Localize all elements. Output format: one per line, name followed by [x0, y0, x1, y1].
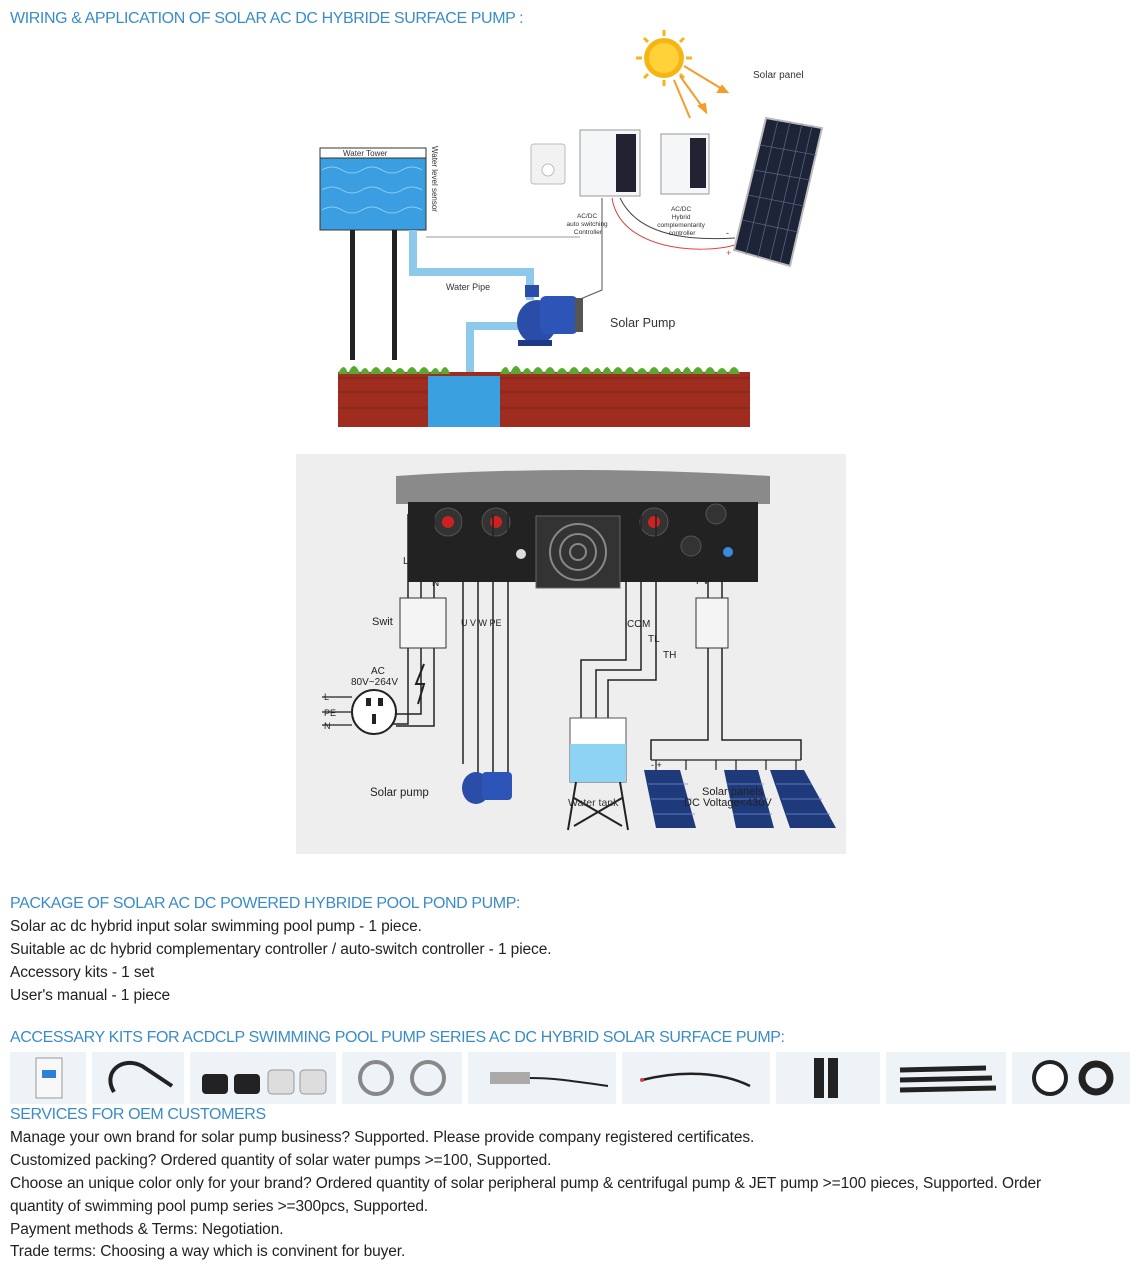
- oem-line: quantity of swimming pool pump series >=…: [10, 1198, 429, 1215]
- solar-pump-label: Solar Pump: [610, 316, 675, 330]
- svg-text:Solar pump: Solar pump: [370, 787, 429, 799]
- accessory-tape-image: [1012, 1052, 1130, 1104]
- accessory-mc4-image: [776, 1052, 880, 1104]
- accessory-cable-image: [622, 1052, 770, 1104]
- svg-text:COM: COM: [627, 619, 650, 630]
- section-heading-oem: SERVICES FOR OEM CUSTOMERS: [10, 1106, 266, 1123]
- water-well: [428, 376, 500, 427]
- application-diagram: Solar panel Water Tower Water level sens…: [319, 30, 824, 427]
- accessory-fittings-image: [190, 1052, 336, 1104]
- water-tower-label: Water Tower: [343, 149, 388, 158]
- water-tower: [319, 147, 427, 231]
- wiring-diagram: L PE N PV+ PV- Swit U V W PE COM TL TH A…: [296, 454, 846, 854]
- solar-panel-label: Solar panel: [753, 70, 804, 81]
- svg-text:- +: - +: [651, 760, 662, 770]
- accessory-clamps-image: [342, 1052, 462, 1104]
- solar-panels-image: [644, 770, 836, 828]
- oem-line: Payment methods & Terms: Negotiation.: [10, 1221, 284, 1238]
- accessory-hoses-image: [886, 1052, 1006, 1104]
- svg-text:80V~264V: 80V~264V: [351, 677, 398, 688]
- svg-text:PE: PE: [417, 567, 431, 578]
- svg-text:TL: TL: [648, 634, 660, 645]
- svg-text:AC: AC: [371, 666, 385, 677]
- section-heading-accessory: ACCESSARY KITS FOR ACDCLP SWIMMING POOL …: [10, 1029, 785, 1046]
- fan-icon: [535, 515, 621, 589]
- accessory-breaker-image: [10, 1052, 86, 1104]
- ac-breaker: [399, 597, 447, 649]
- svg-text:L: L: [403, 556, 409, 567]
- oem-line: Trade terms: Choosing a way which is con…: [10, 1243, 406, 1260]
- svg-text:N: N: [432, 578, 439, 589]
- svg-text:-: -: [726, 228, 729, 238]
- oem-line: Manage your own brand for solar pump bus…: [10, 1129, 755, 1146]
- sun-icon: [636, 30, 692, 86]
- sun-rays: [673, 65, 730, 119]
- accessory-wrench-image: [92, 1052, 184, 1104]
- solar-pump-image: [517, 285, 583, 346]
- svg-text:Water tank: Water tank: [568, 797, 619, 809]
- svg-text:AC/DC auto switching C: AC/DC auto switching Controller: [566, 213, 609, 236]
- svg-text:+: +: [726, 248, 731, 258]
- svg-text:PV+: PV+: [698, 563, 717, 574]
- connectors: [433, 503, 733, 559]
- svg-text:DC Voltage<430V: DC Voltage<430V: [684, 797, 772, 809]
- svg-text:PE: PE: [324, 708, 336, 718]
- package-item: Suitable ac dc hybrid complementary cont…: [10, 941, 552, 958]
- svg-text:Swit: Swit: [372, 616, 393, 628]
- solar-pump-image-2: [462, 772, 512, 804]
- section-heading-wiring: WIRING & APPLICATION OF SOLAR AC DC HYBR…: [10, 10, 524, 27]
- svg-text:AC/DC Hybrid complemen: AC/DC Hybrid complementarity controller: [657, 206, 707, 237]
- package-item: User's manual - 1 piece: [10, 987, 171, 1004]
- water-level-sensor-label: Water level sensor: [430, 146, 439, 212]
- ac-socket-icon: [351, 689, 397, 735]
- svg-text:PV-: PV-: [696, 576, 712, 587]
- svg-text:N: N: [324, 721, 331, 731]
- svg-text:TH: TH: [663, 650, 676, 661]
- svg-text:Solar panels: Solar panels: [702, 786, 764, 798]
- water-pipe-label: Water Pipe: [446, 282, 490, 292]
- accessory-sensor-image: [468, 1052, 616, 1104]
- dc-breaker: [695, 597, 729, 649]
- oem-line: Customized packing? Ordered quantity of …: [10, 1152, 552, 1169]
- solar-panel-image: [732, 116, 824, 268]
- svg-text:U V W PE: U V W PE: [461, 618, 502, 628]
- ground: [338, 372, 750, 427]
- section-heading-package: PACKAGE OF SOLAR AC DC POWERED HYBRIDE P…: [10, 895, 521, 912]
- package-item: Solar ac dc hybrid input solar swimming …: [10, 918, 422, 935]
- package-item: Accessory kits - 1 set: [10, 964, 155, 981]
- oem-line: Choose an unique color only for your bra…: [10, 1175, 1042, 1192]
